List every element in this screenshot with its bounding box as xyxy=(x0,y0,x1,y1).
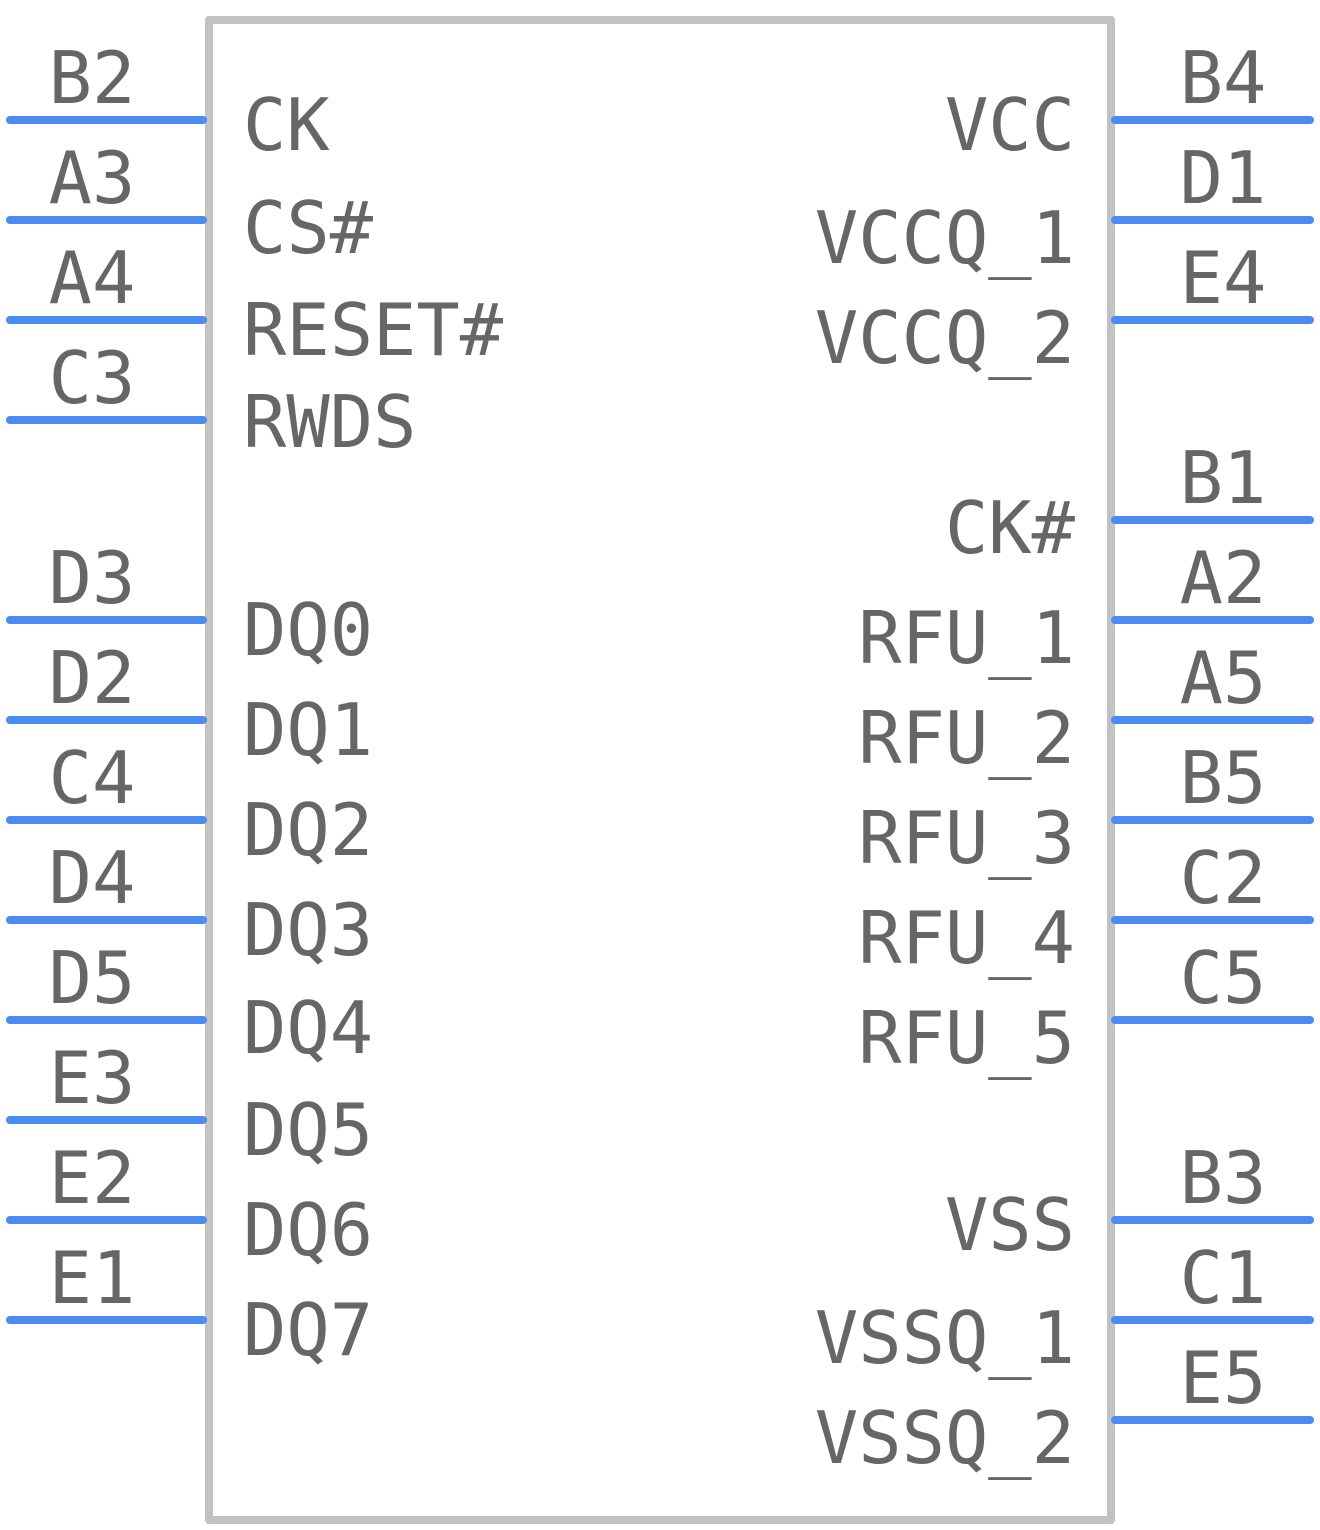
pin-number: E1 xyxy=(49,1236,136,1320)
pin-name: DQ6 xyxy=(243,1188,373,1272)
pin-number: D4 xyxy=(49,836,136,920)
pin-name: DQ3 xyxy=(243,888,373,972)
pin-name: RWDS xyxy=(243,380,416,464)
pin-number: E4 xyxy=(1180,236,1267,320)
pin-number: B5 xyxy=(1180,736,1267,820)
pin-number: D2 xyxy=(49,636,136,720)
pin-number: D5 xyxy=(49,936,136,1020)
pin-number: A3 xyxy=(49,136,136,220)
pin-name: RFU_3 xyxy=(858,796,1075,880)
pin-number: C4 xyxy=(49,736,136,820)
pin-name: VCCQ_2 xyxy=(815,296,1075,380)
pin-name: VCC xyxy=(945,83,1075,167)
pin-name: CK xyxy=(243,83,330,167)
pin-name: DQ5 xyxy=(243,1088,373,1172)
ic-body xyxy=(205,16,1115,1524)
pin-number: C3 xyxy=(49,336,136,420)
pin-number: B4 xyxy=(1180,36,1267,120)
pin-name: VSSQ_1 xyxy=(815,1296,1075,1380)
pin-name: DQ1 xyxy=(243,688,373,772)
pin-name: RFU_1 xyxy=(858,596,1075,680)
pin-name: RESET# xyxy=(243,288,504,372)
pin-name: CS# xyxy=(243,186,374,270)
pin-number: B3 xyxy=(1180,1136,1267,1220)
pin-name: DQ7 xyxy=(243,1288,373,1372)
pin-number: B2 xyxy=(49,36,136,120)
pin-number: D3 xyxy=(49,536,136,620)
pin-number: B1 xyxy=(1180,436,1267,520)
pin-number: C1 xyxy=(1180,1236,1267,1320)
pin-number: E3 xyxy=(49,1036,136,1120)
pin-name: RFU_4 xyxy=(858,896,1075,980)
pin-name: VSS xyxy=(945,1183,1075,1267)
pin-name: VSSQ_2 xyxy=(815,1396,1075,1480)
left-pin-group: B2CKA3CS#A4RESET#C3RWDSD3DQ0D2DQ1C4DQ2D4… xyxy=(6,36,504,1372)
pin-name: VCCQ_1 xyxy=(815,196,1075,280)
pin-name: DQ0 xyxy=(243,588,373,672)
pin-number: C2 xyxy=(1180,836,1267,920)
pin-number: C5 xyxy=(1180,936,1267,1020)
pin-number: A2 xyxy=(1180,536,1267,620)
pin-number: A5 xyxy=(1180,636,1267,720)
pin-name: RFU_2 xyxy=(858,696,1075,780)
pin-name: DQ2 xyxy=(243,788,373,872)
pin-number: D1 xyxy=(1180,136,1267,220)
pin-name: DQ4 xyxy=(243,986,373,1070)
pin-number: E2 xyxy=(49,1136,136,1220)
pin-name: RFU_5 xyxy=(858,996,1075,1080)
pin-number: A4 xyxy=(49,236,136,320)
pin-name: CK# xyxy=(945,486,1076,570)
pin-number: E5 xyxy=(1180,1336,1267,1420)
